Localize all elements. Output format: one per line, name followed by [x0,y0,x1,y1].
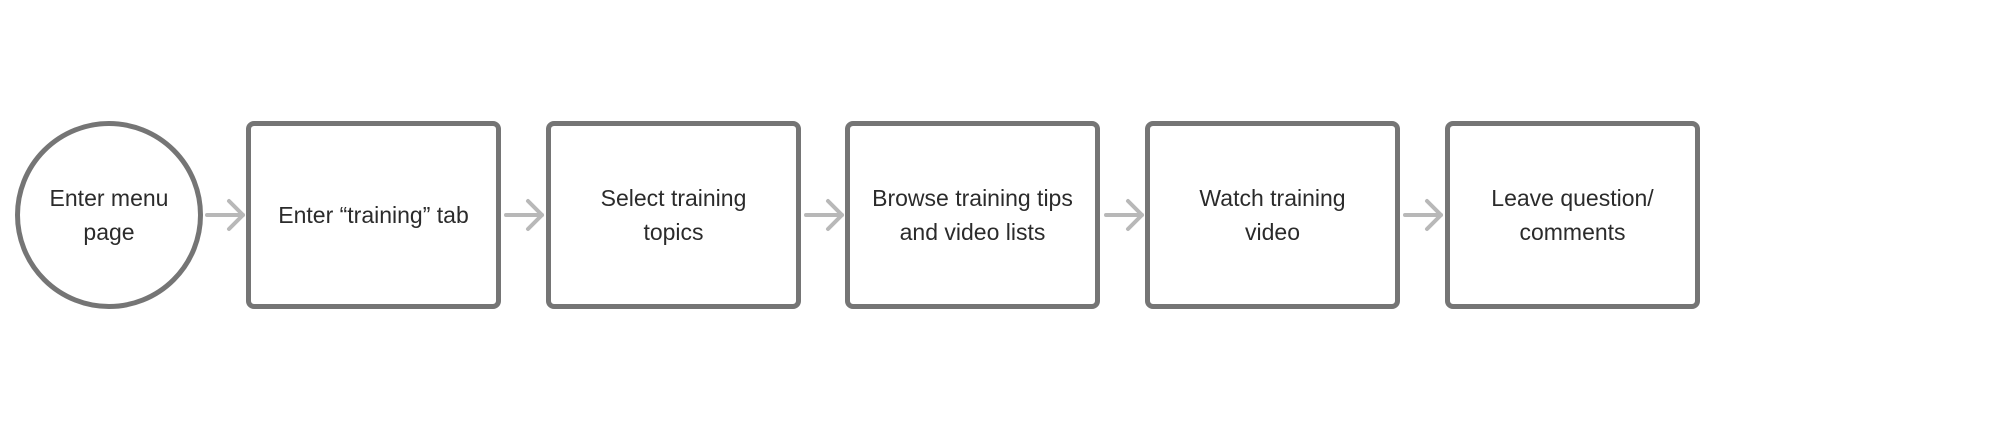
step-label: Watch training video [1199,185,1346,245]
step-label: Enter “training” tab [278,202,469,228]
arrow-right-icon [205,199,245,231]
step-watch-training-video: Watch training video [1145,121,1400,309]
arrow-right-icon [1403,199,1443,231]
step-leave-question-comments: Leave question/ comments [1445,121,1700,309]
arrow-right-icon [504,199,544,231]
step-label: Leave question/ comments [1491,185,1654,245]
step-browse-training-tips: Browse training tips and video lists [845,121,1100,309]
step-enter-training-tab: Enter “training” tab [246,121,501,309]
arrow-right-icon [1104,199,1144,231]
step-label: Select training topics [600,185,747,245]
step-select-training-topics: Select training topics [546,121,801,309]
arrow-right-icon [804,199,844,231]
step-label: Browse training tips and video lists [872,185,1073,245]
step-enter-menu-page: Enter menu page [15,121,203,309]
step-label: Enter menu page [49,185,169,245]
